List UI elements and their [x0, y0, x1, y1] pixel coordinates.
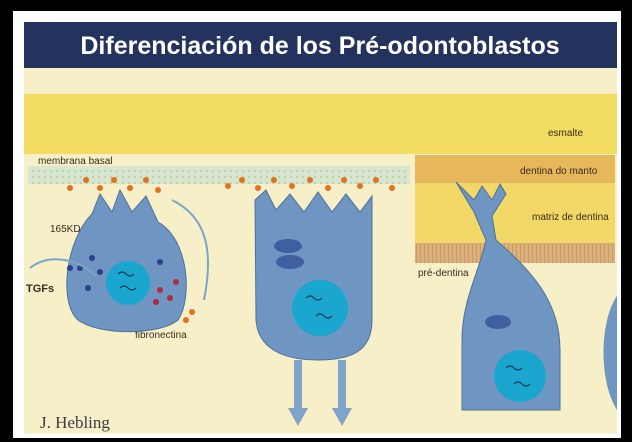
cell-2-mitochondrion-2 [276, 255, 304, 269]
label-membrana-basal: membrana basal [38, 156, 112, 167]
pre-odontoblast-cell-2 [255, 190, 372, 360]
label-dentina-do-manto: dentina do manto [520, 166, 598, 177]
cell-2-nucleus [292, 280, 348, 336]
label-pre-dentina: pré-dentina [418, 268, 469, 279]
label-fibronectina: fibronectina [135, 330, 187, 341]
cell-2-mitochondrion-1 [274, 239, 302, 253]
title: Diferenciación de los Pré-odontoblastos [80, 32, 559, 60]
cell-1-nucleus [106, 261, 150, 305]
label-esmalte: esmalte [548, 128, 583, 139]
label-matriz-de-dentina: matriz de dentina [532, 212, 609, 223]
author-credit: J. Hebling [40, 413, 110, 432]
enamel-layer [24, 94, 617, 154]
cell-3-mitochondrion [485, 315, 511, 329]
cell-3-nucleus [494, 350, 546, 402]
label-tgfs: TGFs [26, 283, 54, 295]
